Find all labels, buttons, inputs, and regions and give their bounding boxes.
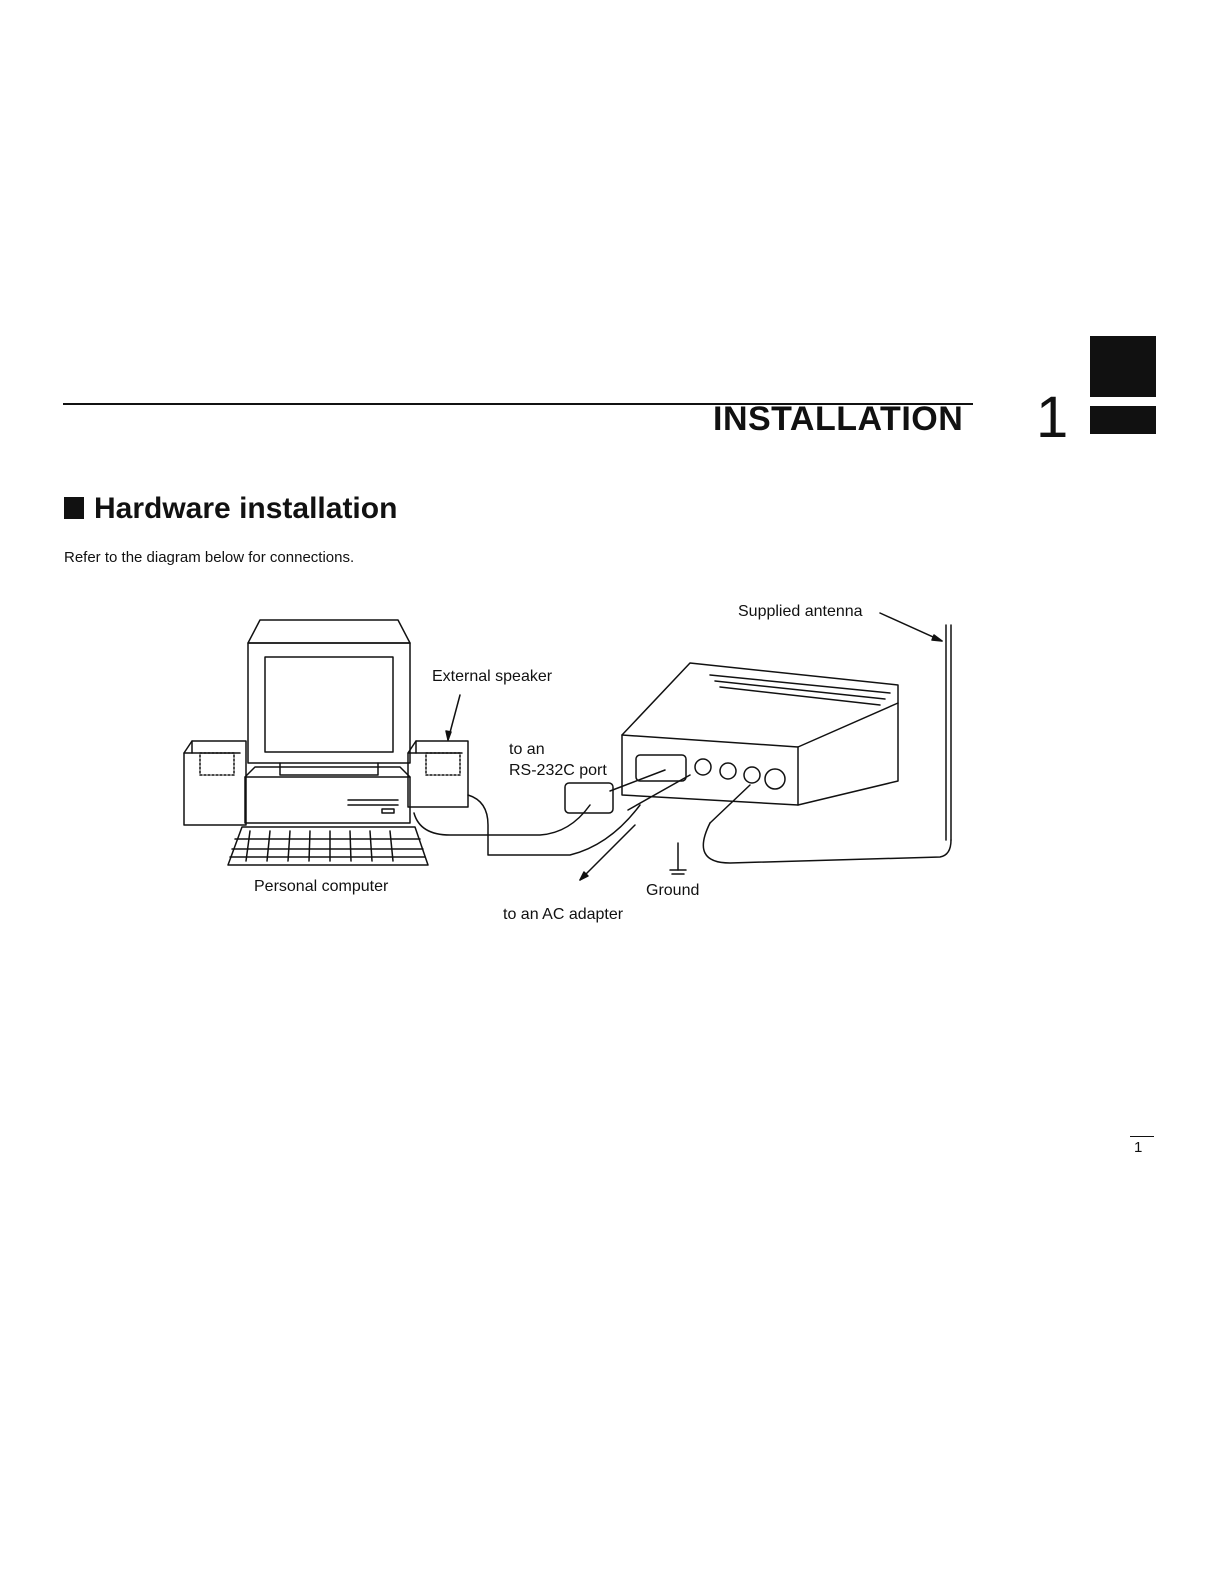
square-bullet-icon	[64, 497, 84, 519]
monitor-illustration	[248, 620, 410, 775]
label-ground: Ground	[646, 882, 699, 899]
label-rs232-line1: to an	[509, 741, 545, 758]
section-heading: Hardware installation	[64, 492, 397, 526]
label-external-speaker: External speaker	[432, 668, 553, 685]
right-speaker-illustration	[408, 741, 468, 807]
label-ac-adapter: to an AC adapter	[503, 906, 624, 923]
intro-text: Refer to the diagram below for connectio…	[64, 549, 354, 566]
chapter-number: 1	[1036, 384, 1068, 451]
connection-diagram: Supplied antenna External speaker to an …	[170, 595, 970, 935]
chapter-title: INSTALLATION	[713, 400, 963, 439]
receiver-unit-illustration	[622, 663, 898, 805]
keyboard-illustration	[228, 827, 428, 865]
label-supplied-antenna: Supplied antenna	[738, 603, 863, 620]
cable-lines	[414, 770, 951, 863]
label-rs232-line2: RS-232C port	[509, 762, 607, 779]
chapter-tab-block	[1090, 336, 1156, 397]
left-speaker-illustration	[184, 741, 246, 825]
section-heading-text: Hardware installation	[94, 492, 397, 525]
antenna-illustration	[946, 625, 951, 840]
label-personal-computer: Personal computer	[254, 878, 389, 895]
page-number: 1	[1134, 1139, 1142, 1156]
chapter-tab-bar	[1090, 406, 1156, 434]
page-number-mark	[1130, 1136, 1154, 1137]
